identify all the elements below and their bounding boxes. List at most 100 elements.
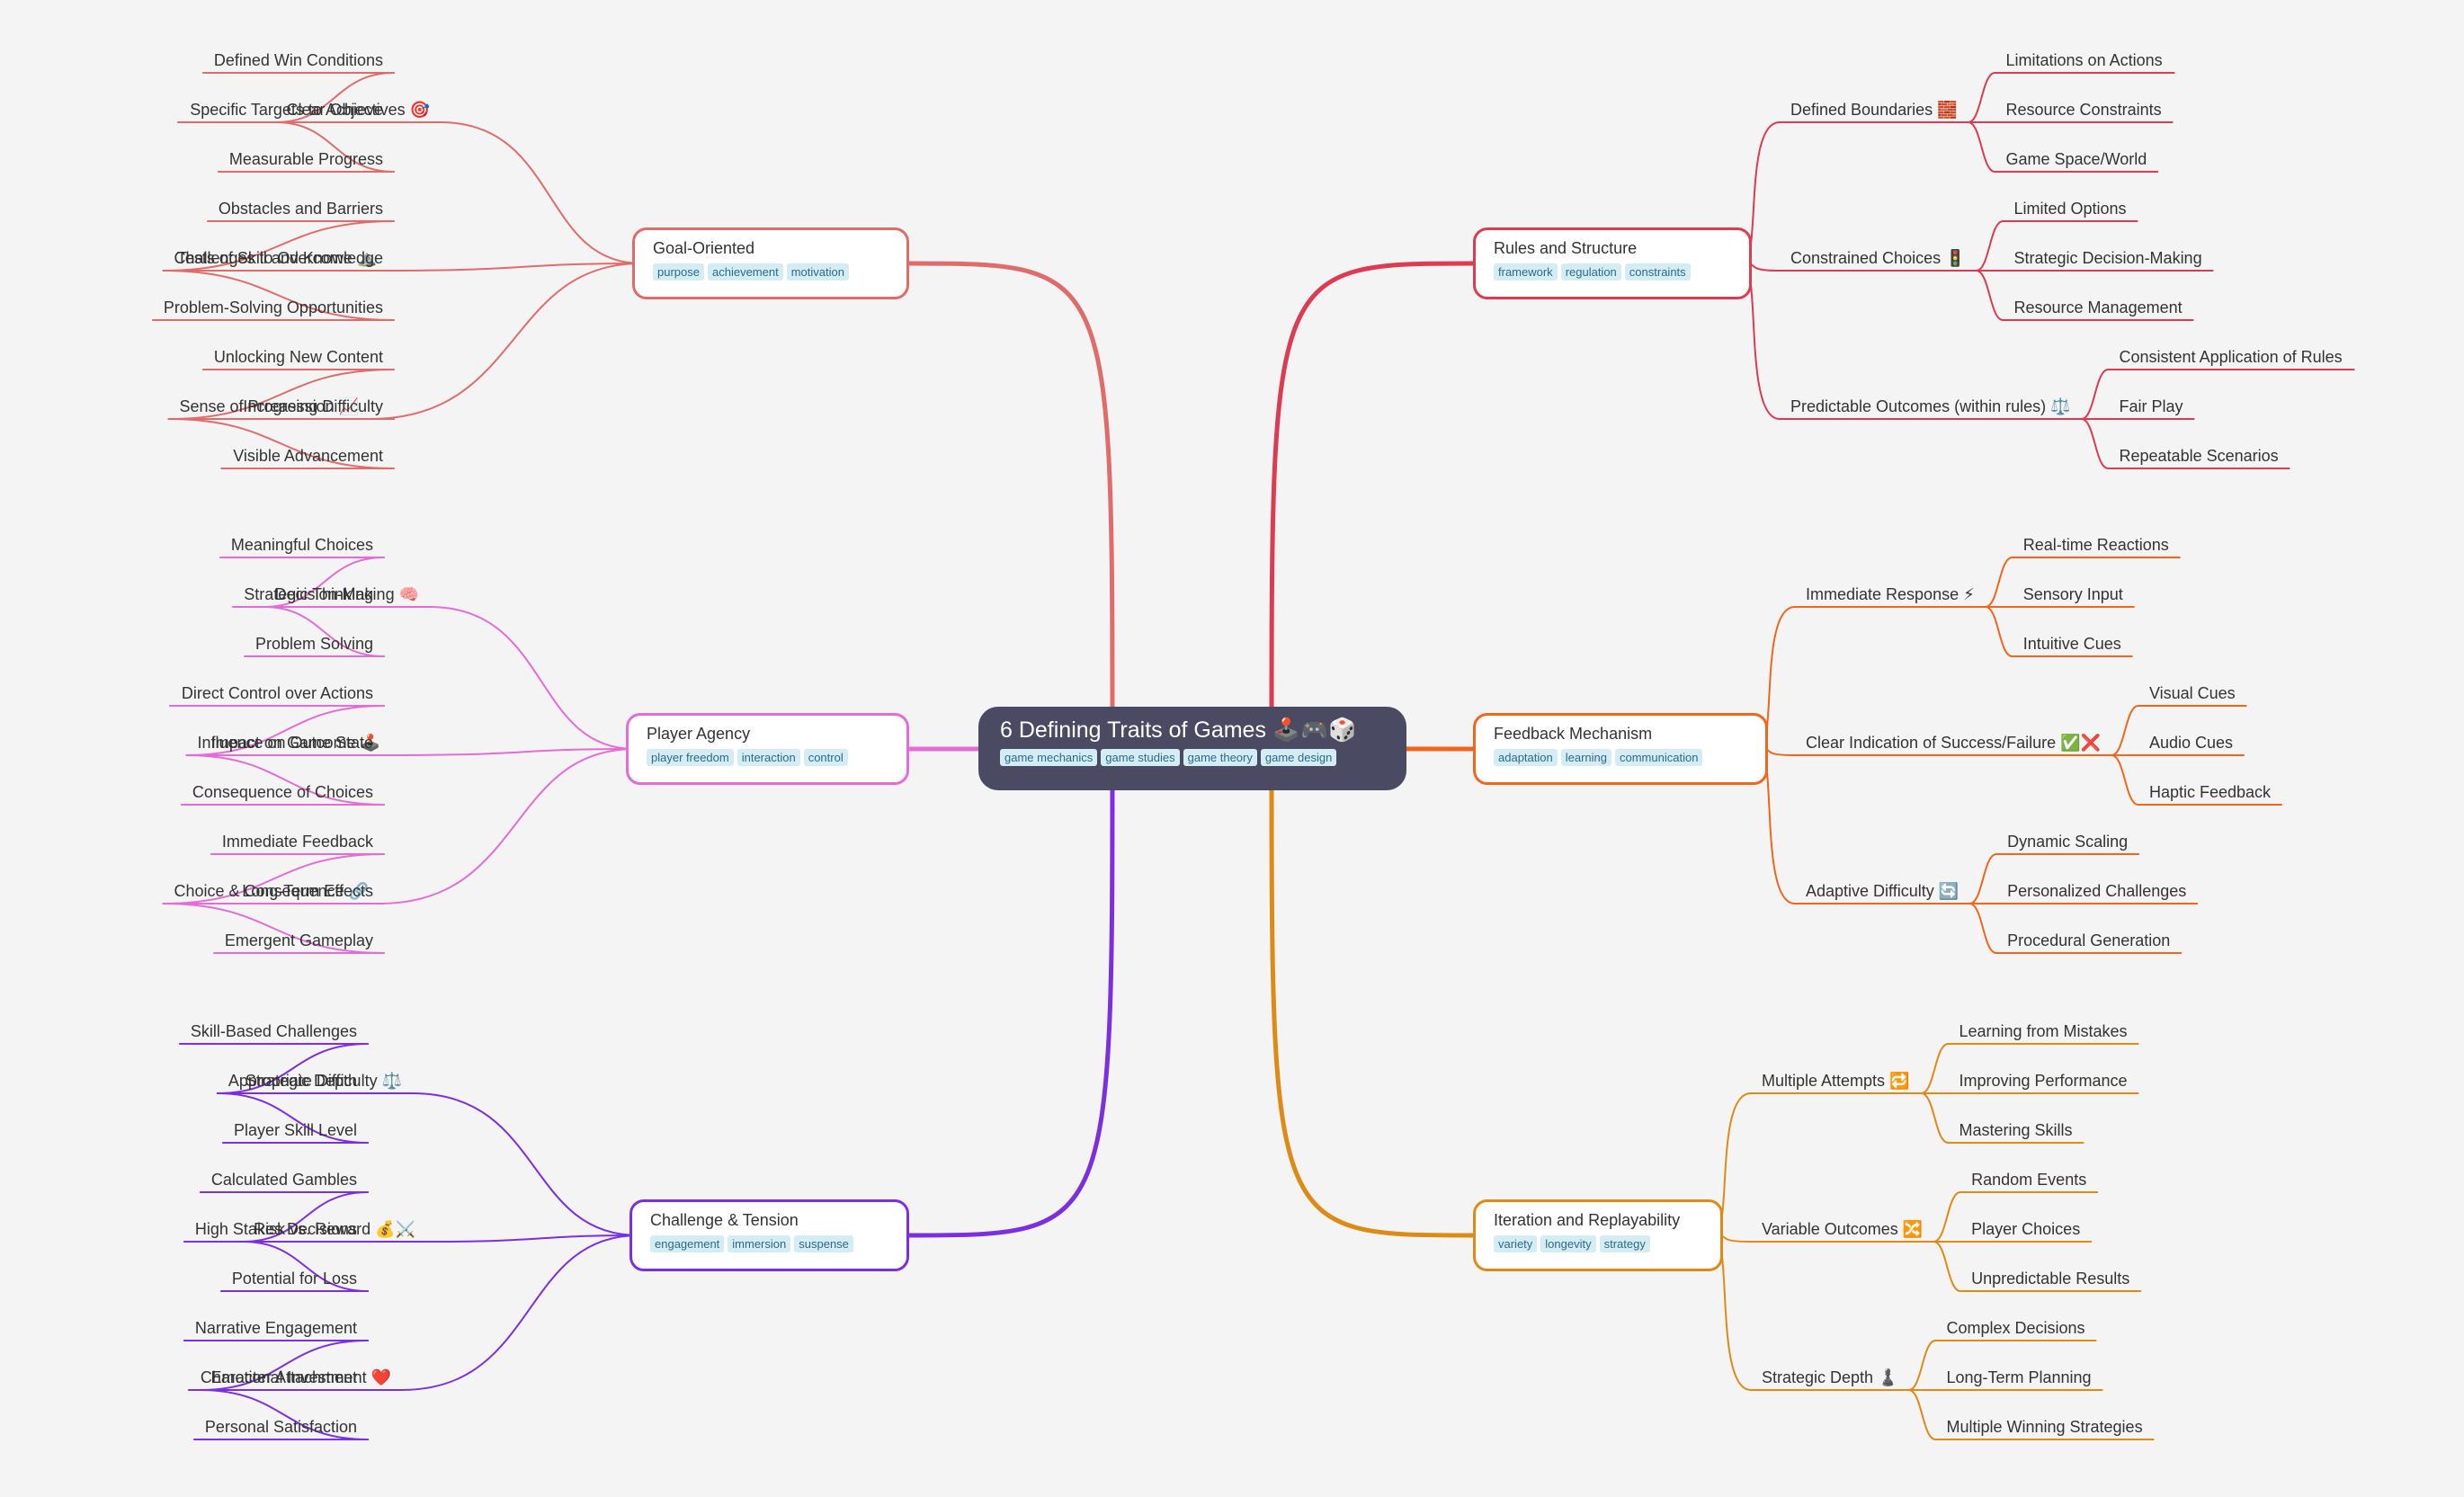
- subtopic-connector: [390, 748, 636, 756]
- leaf-connector: [274, 72, 395, 123]
- leaf-personal-satisfaction[interactable]: Personal Satisfaction: [204, 1418, 357, 1436]
- leaf-visual-cues[interactable]: Visual Cues: [2148, 684, 2236, 702]
- leaf-tests-of-skill-and-knowledge[interactable]: Tests of Skill and Knowledge: [176, 249, 383, 267]
- leaf-visible-advancement[interactable]: Visible Advancement: [233, 447, 383, 465]
- subtopic-connector: [429, 606, 636, 750]
- subtopic-decision-making[interactable]: Decision-Making 🧠: [274, 585, 419, 603]
- subtopic-challenges-to-overcome[interactable]: Challenges to Overcome ⛰️: [174, 249, 377, 267]
- leaf-limited-options[interactable]: Limited Options: [2013, 200, 2127, 218]
- leaf-potential-for-loss[interactable]: Potential for Loss: [231, 1270, 357, 1288]
- subtopic-emotional-investment[interactable]: Emotional Investment ❤️: [210, 1368, 392, 1386]
- leaf-long-term-effects[interactable]: Long-Term Effects: [242, 882, 373, 900]
- leaf-measurable-progress[interactable]: Measurable Progress: [228, 150, 383, 168]
- leaf-resource-management[interactable]: Resource Management: [2013, 299, 2183, 316]
- leaf-defined-win-conditions[interactable]: Defined Win Conditions: [213, 51, 383, 69]
- leaf-haptic-feedback[interactable]: Haptic Feedback: [2148, 783, 2272, 801]
- branch-connector: [1269, 261, 1476, 749]
- leaf-calculated-gambles[interactable]: Calculated Gambles: [210, 1171, 357, 1189]
- leaf-learning-from-mistakes[interactable]: Learning from Mistakes: [1959, 1022, 2128, 1040]
- branch-title: Player Agency: [647, 725, 751, 743]
- tag: suspense: [794, 1235, 853, 1252]
- subtopic-clear-objectives[interactable]: Clear Objectives 🎯: [286, 101, 430, 119]
- leaf-increasing-difficulty[interactable]: Increasing Difficulty: [243, 397, 383, 415]
- tag: framework: [1494, 263, 1558, 281]
- leaf-character-attachment[interactable]: Character Attachment: [200, 1368, 357, 1386]
- leaf-connector: [1933, 1191, 1962, 1243]
- subtopic-adaptive-difficulty[interactable]: Adaptive Difficulty 🔄: [1806, 882, 1960, 900]
- tag: learning: [1560, 749, 1611, 766]
- leaf-connector: [1975, 270, 2004, 321]
- leaf-mastering-skills[interactable]: Mastering Skills: [1959, 1121, 2073, 1139]
- central-topic[interactable]: 6 Defining Traits of Games 🕹️🎮🎲 game mec…: [978, 707, 1406, 790]
- leaf-impact-on-game-state[interactable]: Impact on Game State: [210, 734, 373, 752]
- leaf-long-term-planning[interactable]: Long-Term Planning: [1946, 1368, 2092, 1386]
- subtopic-multiple-attempts[interactable]: Multiple Attempts 🔁: [1762, 1072, 1910, 1090]
- leaf-connector: [185, 754, 385, 806]
- leaf-emergent-gameplay[interactable]: Emergent Gameplay: [224, 931, 373, 949]
- leaf-unlocking-new-content[interactable]: Unlocking New Content: [213, 348, 383, 366]
- subtopic-connector: [369, 263, 642, 420]
- leaf-narrative-engagement[interactable]: Narrative Engagement: [194, 1319, 357, 1337]
- leaf-player-choices[interactable]: Player Choices: [1971, 1220, 2081, 1238]
- leaf-problem-solving-opportunities[interactable]: Problem-Solving Opportunities: [163, 299, 383, 316]
- leaf-improving-performance[interactable]: Improving Performance: [1959, 1072, 2128, 1090]
- leaf-game-space-world[interactable]: Game Space/World: [2005, 150, 2147, 168]
- leaf-sensory-input[interactable]: Sensory Input: [2022, 585, 2123, 603]
- subtopic-choice-consequence[interactable]: Choice & Consequence 🔗: [174, 882, 369, 900]
- leaf-random-events[interactable]: Random Events: [1971, 1171, 2087, 1189]
- leaf-procedural-generation[interactable]: Procedural Generation: [2007, 931, 2171, 949]
- branch-title: Rules and Structure: [1494, 239, 1638, 257]
- leaf-personalized-challenges[interactable]: Personalized Challenges: [2007, 882, 2187, 900]
- subtopic-predictable-outcomes-within-rules[interactable]: Predictable Outcomes (within rules) ⚖️: [1790, 397, 2071, 415]
- leaf-connector: [263, 606, 385, 657]
- leaf-audio-cues[interactable]: Audio Cues: [2148, 734, 2234, 752]
- leaf-unpredictable-results[interactable]: Unpredictable Results: [1971, 1270, 2130, 1288]
- leaf-connector: [1907, 1340, 1937, 1391]
- subtopic-clear-indication-of-success-failure[interactable]: Clear Indication of Success/Failure ✅❌: [1806, 734, 2101, 752]
- subtopic-constrained-choices[interactable]: Constrained Choices 🚦: [1790, 249, 1966, 267]
- leaf-obstacles-and-barriers[interactable]: Obstacles and Barriers: [218, 200, 383, 218]
- leaf-strategic-depth[interactable]: Strategic Depth: [245, 1072, 357, 1090]
- subtopic-risk-vs-reward[interactable]: Risk vs. Reward 💰⚔️: [254, 1220, 415, 1238]
- leaf-strategic-thinking[interactable]: Strategic Thinking: [244, 585, 373, 603]
- branch-connector: [906, 744, 1115, 1238]
- leaf-intuitive-cues[interactable]: Intuitive Cues: [2022, 635, 2121, 653]
- subtopic-sense-of-progression[interactable]: Sense of Progression 📈: [179, 397, 359, 415]
- leaf-immediate-feedback[interactable]: Immediate Feedback: [221, 833, 373, 851]
- leaf-dynamic-scaling[interactable]: Dynamic Scaling: [2007, 833, 2129, 851]
- leaf-resource-constraints[interactable]: Resource Constraints: [2005, 101, 2162, 119]
- subtopic-variable-outcomes[interactable]: Variable Outcomes 🔀: [1762, 1220, 1924, 1238]
- leaf-high-stakes-decisions[interactable]: High Stakes Decisions: [194, 1220, 357, 1238]
- leaf-fair-play[interactable]: Fair Play: [2119, 397, 2183, 415]
- leaf-direct-control-over-actions[interactable]: Direct Control over Actions: [181, 684, 373, 702]
- leaf-player-skill-level[interactable]: Player Skill Level: [233, 1121, 357, 1139]
- subtopic-immediate-response[interactable]: Immediate Response ⚡: [1806, 585, 1975, 603]
- tag: communication: [1615, 749, 1703, 766]
- subtopic-defined-boundaries[interactable]: Defined Boundaries 🧱: [1790, 101, 1958, 119]
- subtopic-strategic-depth[interactable]: Strategic Depth ♟️: [1762, 1368, 1898, 1386]
- subtopic-influence-on-outcome[interactable]: Influence on Outcome 🕹️: [197, 734, 380, 752]
- leaf-complex-decisions[interactable]: Complex Decisions: [1946, 1319, 2085, 1337]
- leaf-multiple-winning-strategies[interactable]: Multiple Winning Strategies: [1946, 1418, 2143, 1436]
- leaf-consequence-of-choices[interactable]: Consequence of Choices: [192, 783, 373, 801]
- leaf-meaningful-choices[interactable]: Meaningful Choices: [230, 536, 373, 554]
- leaf-consistent-application-of-rules[interactable]: Consistent Application of Rules: [2119, 348, 2343, 366]
- leaf-skill-based-challenges[interactable]: Skill-Based Challenges: [190, 1022, 357, 1040]
- leaf-real-time-reactions[interactable]: Real-time Reactions: [2022, 536, 2169, 554]
- subtopic-appropriate-difficulty[interactable]: Appropriate Difficulty ⚖️: [228, 1072, 402, 1090]
- leaf-specific-targets-to-achieve[interactable]: Specific Targets to Achieve: [190, 101, 383, 119]
- leaf-connector: [242, 1191, 369, 1243]
- leaf-connector: [1969, 903, 1998, 954]
- leaf-problem-solving[interactable]: Problem Solving: [254, 635, 373, 653]
- leaf-limitations-on-actions[interactable]: Limitations on Actions: [2005, 51, 2163, 69]
- leaf-strategic-decision-making[interactable]: Strategic Decision-Making: [2013, 249, 2202, 267]
- leaf-repeatable-scenarios[interactable]: Repeatable Scenarios: [2119, 447, 2279, 465]
